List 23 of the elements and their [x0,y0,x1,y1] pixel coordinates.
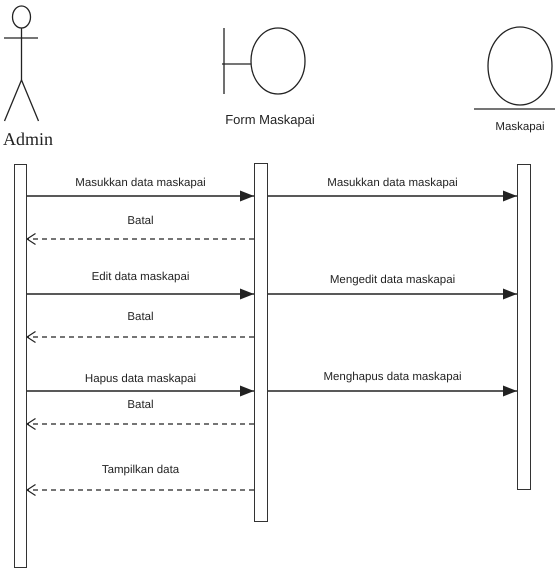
message-label: Masukkan data maskapai [73,176,208,190]
return-arrow [26,232,254,246]
participant-name: Admin [3,129,53,150]
participant-name: Maskapai [495,120,545,135]
message-label: Tampilkan data [100,463,182,477]
message-label: Hapus data maskapai [82,372,198,386]
message-arrow [27,288,254,300]
return-arrow [26,330,254,344]
message-label: Edit data maskapai [90,270,192,284]
message-label: Masukkan data maskapai [325,176,460,190]
participant-name: Form Maskapai [225,112,315,128]
message-arrow [27,386,254,396]
activation-bar [254,163,268,522]
activation-bar [517,164,531,490]
message-arrow [268,386,517,396]
message-arrow [268,190,517,202]
message-arrow [27,190,254,202]
return-arrow [26,484,254,496]
message-label: Menghapus data maskapai [321,370,464,384]
message-label: Mengedit data maskapai [328,273,458,287]
activation-bar [14,164,27,568]
return-arrow [26,418,254,430]
message-arrow [268,288,517,300]
